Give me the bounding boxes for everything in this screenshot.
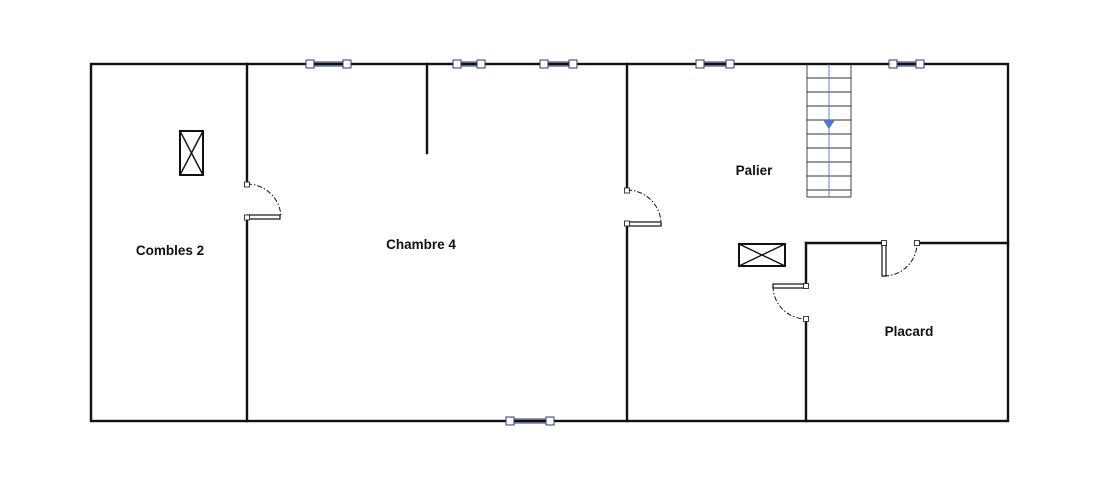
roof-hatch-icon: [738, 243, 786, 267]
door-placard-top: [881, 240, 920, 277]
stair-down-arrow-icon: [823, 120, 835, 129]
room-label-palier: Palier: [736, 163, 774, 178]
window: [305, 59, 352, 69]
window-bottom: [505, 416, 555, 426]
interior-walls: [245, 62, 1010, 423]
windows-top: [305, 59, 925, 69]
roof-hatch-icon: [179, 130, 204, 176]
window: [452, 59, 486, 69]
door-placard-side: [772, 283, 809, 322]
door-combles-chambre: [244, 181, 282, 221]
room-label-combles-2: Combles 2: [136, 243, 204, 258]
room-label-placard: Placard: [885, 324, 934, 339]
staircase: [806, 64, 852, 198]
window: [539, 59, 578, 69]
window: [695, 59, 735, 69]
door-chambre-palier: [624, 187, 662, 227]
room-label-chambre-4: Chambre 4: [386, 237, 456, 252]
window: [888, 59, 925, 69]
